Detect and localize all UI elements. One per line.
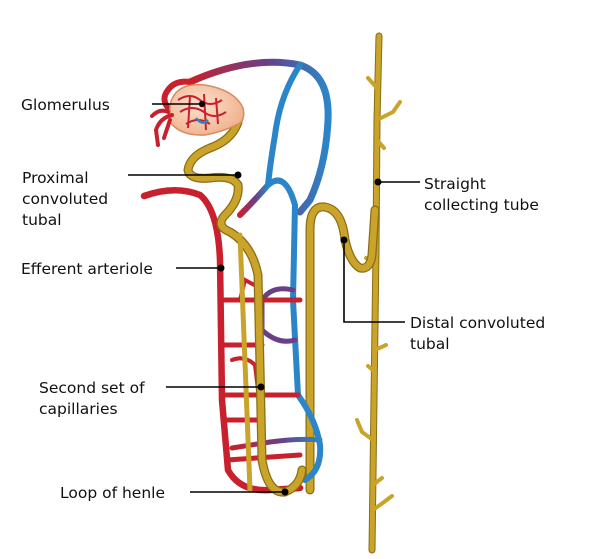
label-straight-2: collecting tube: [424, 196, 539, 214]
label-glomerulus: Glomerulus: [21, 96, 110, 114]
label-proximal-1: Proximal: [22, 169, 89, 187]
collecting-tube: [355, 32, 402, 554]
label-proximal-2: convoluted: [22, 190, 108, 208]
label-efferent: Efferent arteriole: [21, 260, 153, 278]
leader-lines: [128, 103, 420, 496]
label-distal-1: Distal convoluted: [410, 314, 545, 332]
proximal-tubule: [183, 117, 307, 497]
vein-vessel: [186, 58, 332, 483]
label-second-1: Second set of: [39, 379, 145, 397]
labels: Glomerulus Proximal convoluted tubal Eff…: [21, 96, 545, 502]
collecting-tube-branches: [355, 76, 402, 512]
label-straight-1: Straight: [424, 175, 486, 193]
glomerulus: [150, 83, 245, 147]
label-distal-2: tubal: [410, 335, 450, 353]
leader-distal: [343, 240, 405, 323]
label-proximal-3: tubal: [22, 211, 62, 229]
label-loop: Loop of henle: [60, 484, 165, 502]
label-second-2: capillaries: [39, 400, 118, 418]
